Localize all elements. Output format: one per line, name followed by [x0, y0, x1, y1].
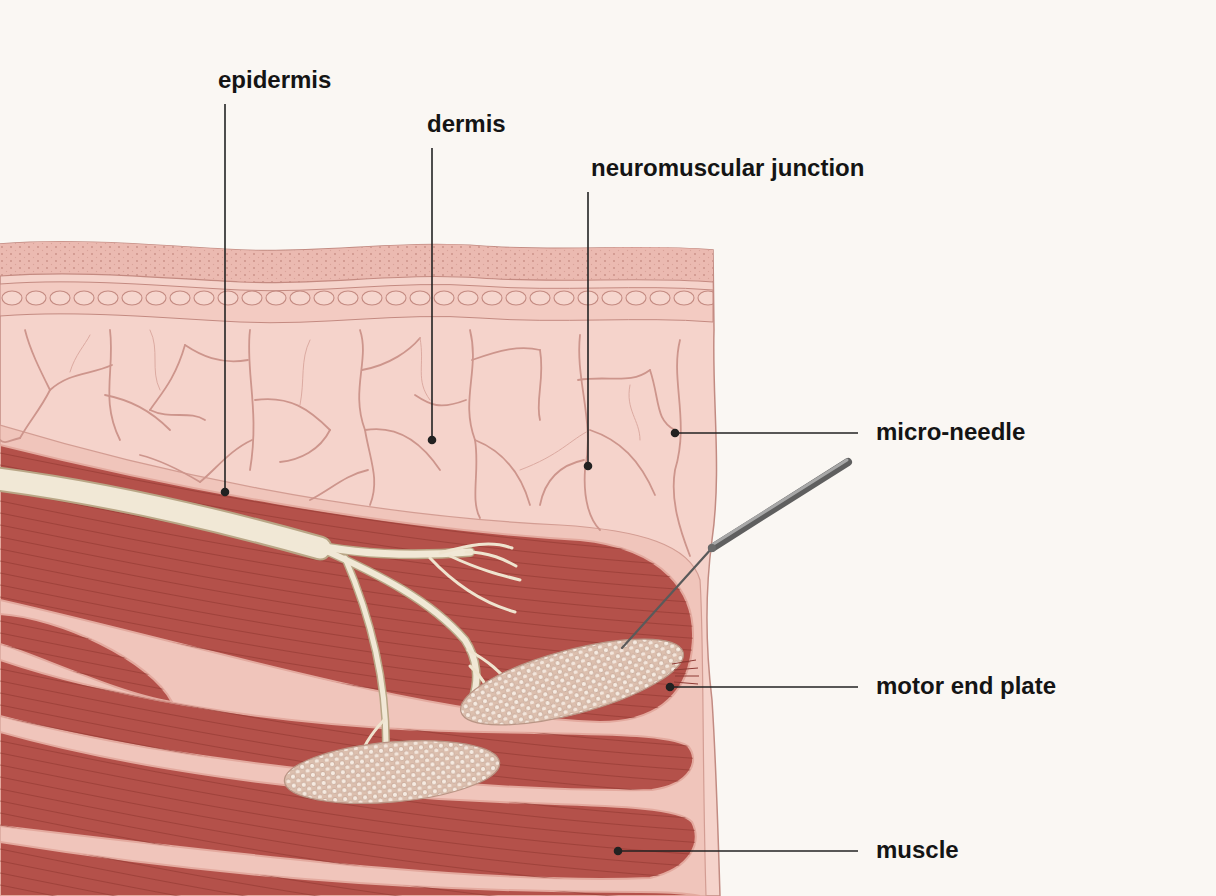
part-label: motor end plate — [876, 672, 1056, 701]
part-label: dermis — [427, 110, 506, 139]
part-label: neuromuscular junction — [591, 154, 864, 183]
part-label: epidermis — [218, 66, 331, 95]
part-label: muscle — [876, 836, 959, 865]
part-label: micro-needle — [876, 418, 1025, 447]
